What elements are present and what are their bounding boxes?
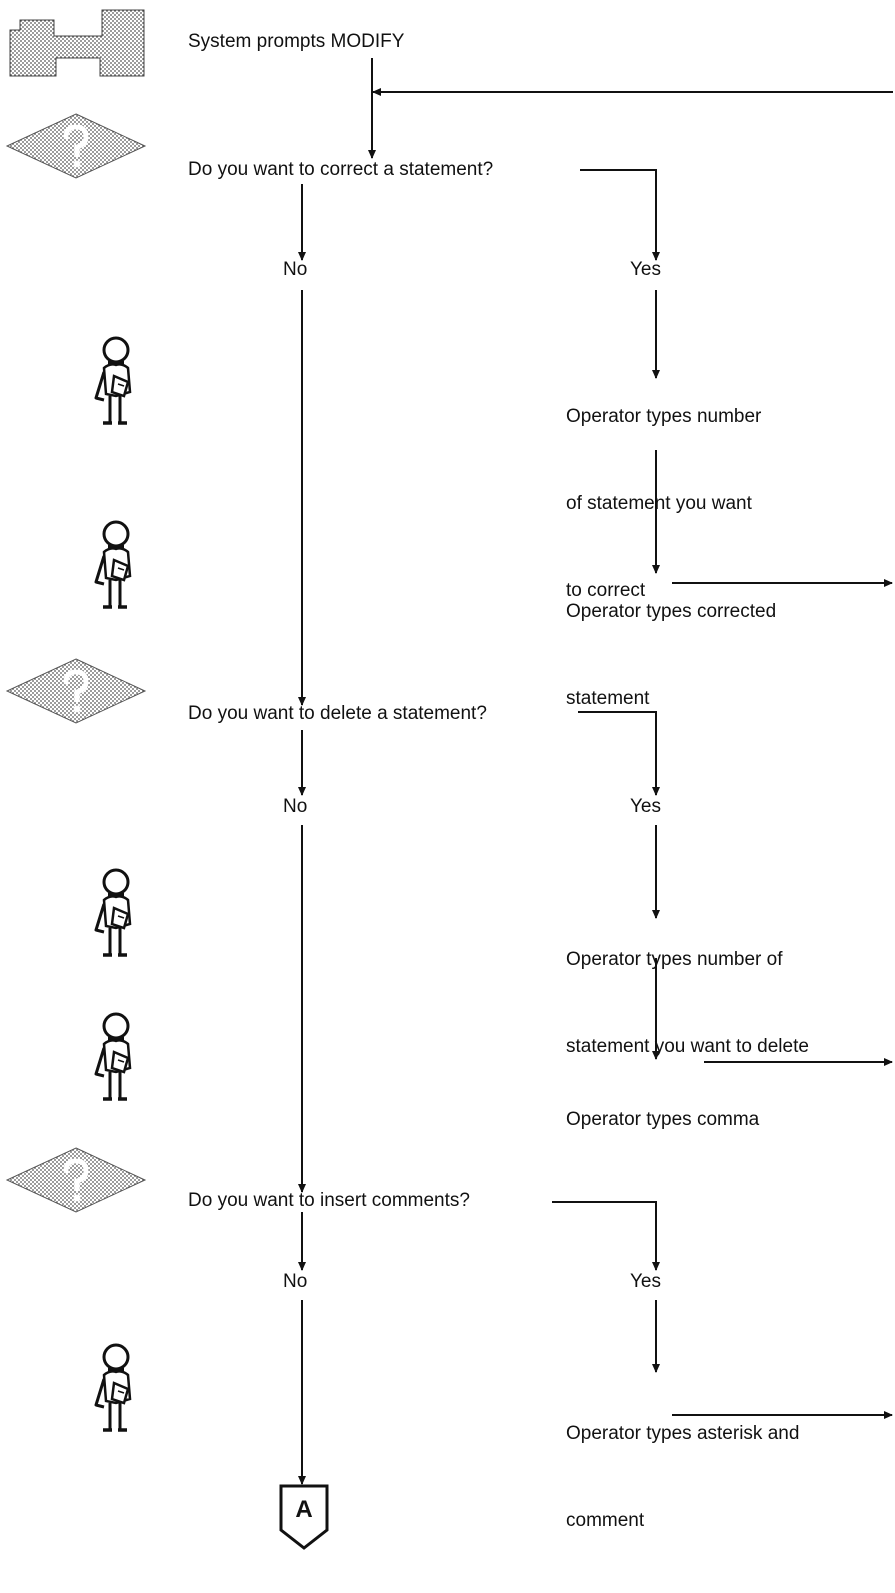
yes-label-correct: Yes [630, 259, 661, 280]
operator-figure-icon [90, 1012, 142, 1102]
step-type-asterisk-comment: Operator types asterisk and comment [566, 1423, 800, 1531]
yes-label-comments: Yes [630, 1271, 661, 1292]
step-type-corrected-statement: Operator types corrected statement [566, 601, 777, 709]
operator-figure-icon [90, 336, 142, 426]
decision-question-delete: Do you want to delete a statement? [188, 703, 487, 724]
operator-figure-icon [90, 520, 142, 610]
step-type-comma: Operator types comma [566, 1109, 760, 1130]
flow-line [580, 169, 660, 261]
operator-figure-icon [90, 868, 142, 958]
no-label-correct: No [283, 259, 308, 280]
system-console-icon [9, 6, 148, 78]
offpage-connector-a: A [278, 1484, 330, 1550]
no-label-delete: No [283, 796, 308, 817]
question-diamond-icon [5, 658, 147, 724]
start-text: System prompts MODIFY [188, 31, 405, 52]
flow-line [552, 1201, 660, 1271]
operator-figure-icon [90, 1343, 142, 1433]
decision-question-comments: Do you want to insert comments? [188, 1190, 470, 1211]
question-diamond-icon [5, 113, 147, 179]
question-diamond-icon [5, 1147, 147, 1213]
step-type-number-to-correct: Operator types number of statement you w… [566, 406, 762, 601]
flow-line [578, 711, 660, 796]
step-type-number-to-delete: Operator types number of statement you w… [566, 949, 809, 1057]
yes-label-delete: Yes [630, 796, 661, 817]
connector-label: A [295, 1496, 313, 1523]
no-label-comments: No [283, 1271, 308, 1292]
decision-question-correct: Do you want to correct a statement? [188, 159, 494, 180]
